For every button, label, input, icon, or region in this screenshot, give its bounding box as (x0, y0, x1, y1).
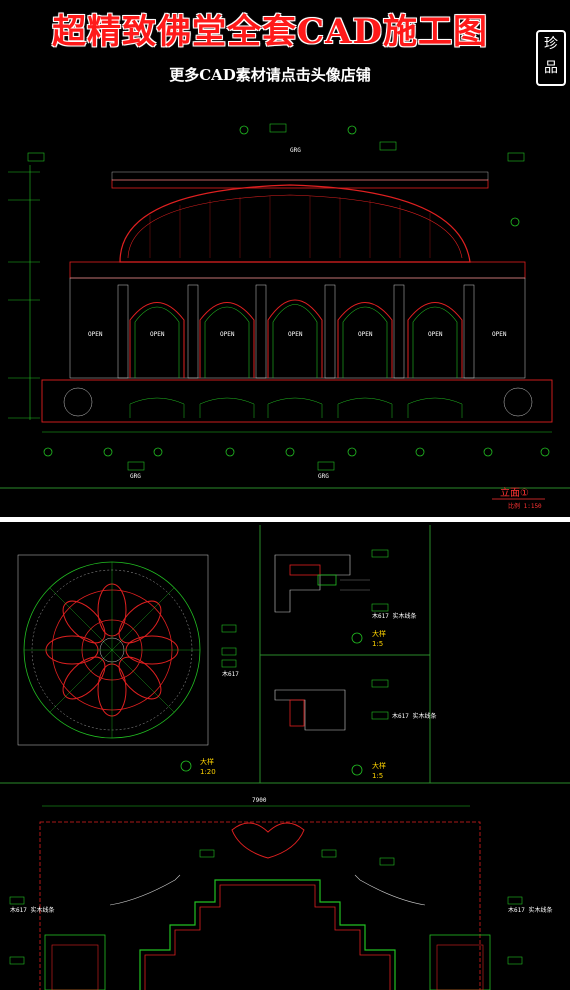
open-label: OPEN (358, 331, 373, 338)
open-label: OPEN (288, 331, 303, 338)
grg-label: GRG (318, 473, 329, 480)
grg-label: GRG (130, 473, 141, 480)
elevation-scale: 比例 1:150 (508, 502, 542, 510)
title-banner: 超精致佛堂全套CAD施工图 更多CAD素材请点击头像店铺 珍品 (0, 0, 570, 90)
detail-panel: 木617 大样 1:20 木617 实木线条 大样 1:5 木617 实木线条 … (0, 525, 570, 784)
elevation-sheet-title: 立面① (500, 486, 529, 499)
open-label: OPEN (492, 331, 507, 338)
open-label: OPEN (428, 331, 443, 338)
section-top-title: 大样 (372, 629, 386, 638)
section-top-scale: 1:5 (372, 640, 383, 648)
altar-total-width: 7900 (252, 797, 267, 804)
open-label: OPEN (150, 331, 165, 338)
altar-material-right: 木617 实木线条 (508, 906, 552, 914)
grg-label: GRG (290, 147, 301, 154)
dome-scale: 1:20 (200, 768, 216, 776)
section-mid: 木617 实木线条 (274, 679, 436, 731)
page-subtitle: 更多CAD素材请点击头像店铺 (169, 66, 371, 84)
section-top-material: 木617 实木线条 (372, 612, 416, 620)
elevation-panel: OPEN OPEN OPEN OPEN OPEN OPEN OPEN (0, 92, 570, 517)
section-mid-material: 木617 实木线条 (392, 712, 436, 720)
seal-stamp: 珍品 (536, 30, 566, 86)
dome-sheet-title: 大样 (200, 757, 214, 766)
open-label: OPEN (88, 331, 103, 338)
altar-material-left: 木617 实木线条 (10, 906, 54, 914)
section-mid-title: 大样 (372, 761, 386, 770)
page-title: 超精致佛堂全套CAD施工图 (52, 12, 488, 52)
section-mid-scale: 1:5 (372, 772, 383, 780)
open-label: OPEN (220, 331, 235, 338)
altar-panel: 7900 木617 实木线条 木617 实木线条 (9, 797, 552, 990)
dome-rosette (23, 561, 201, 739)
section-top: 木617 实木线条 (274, 549, 416, 620)
dome-material-label: 木617 (222, 670, 239, 678)
